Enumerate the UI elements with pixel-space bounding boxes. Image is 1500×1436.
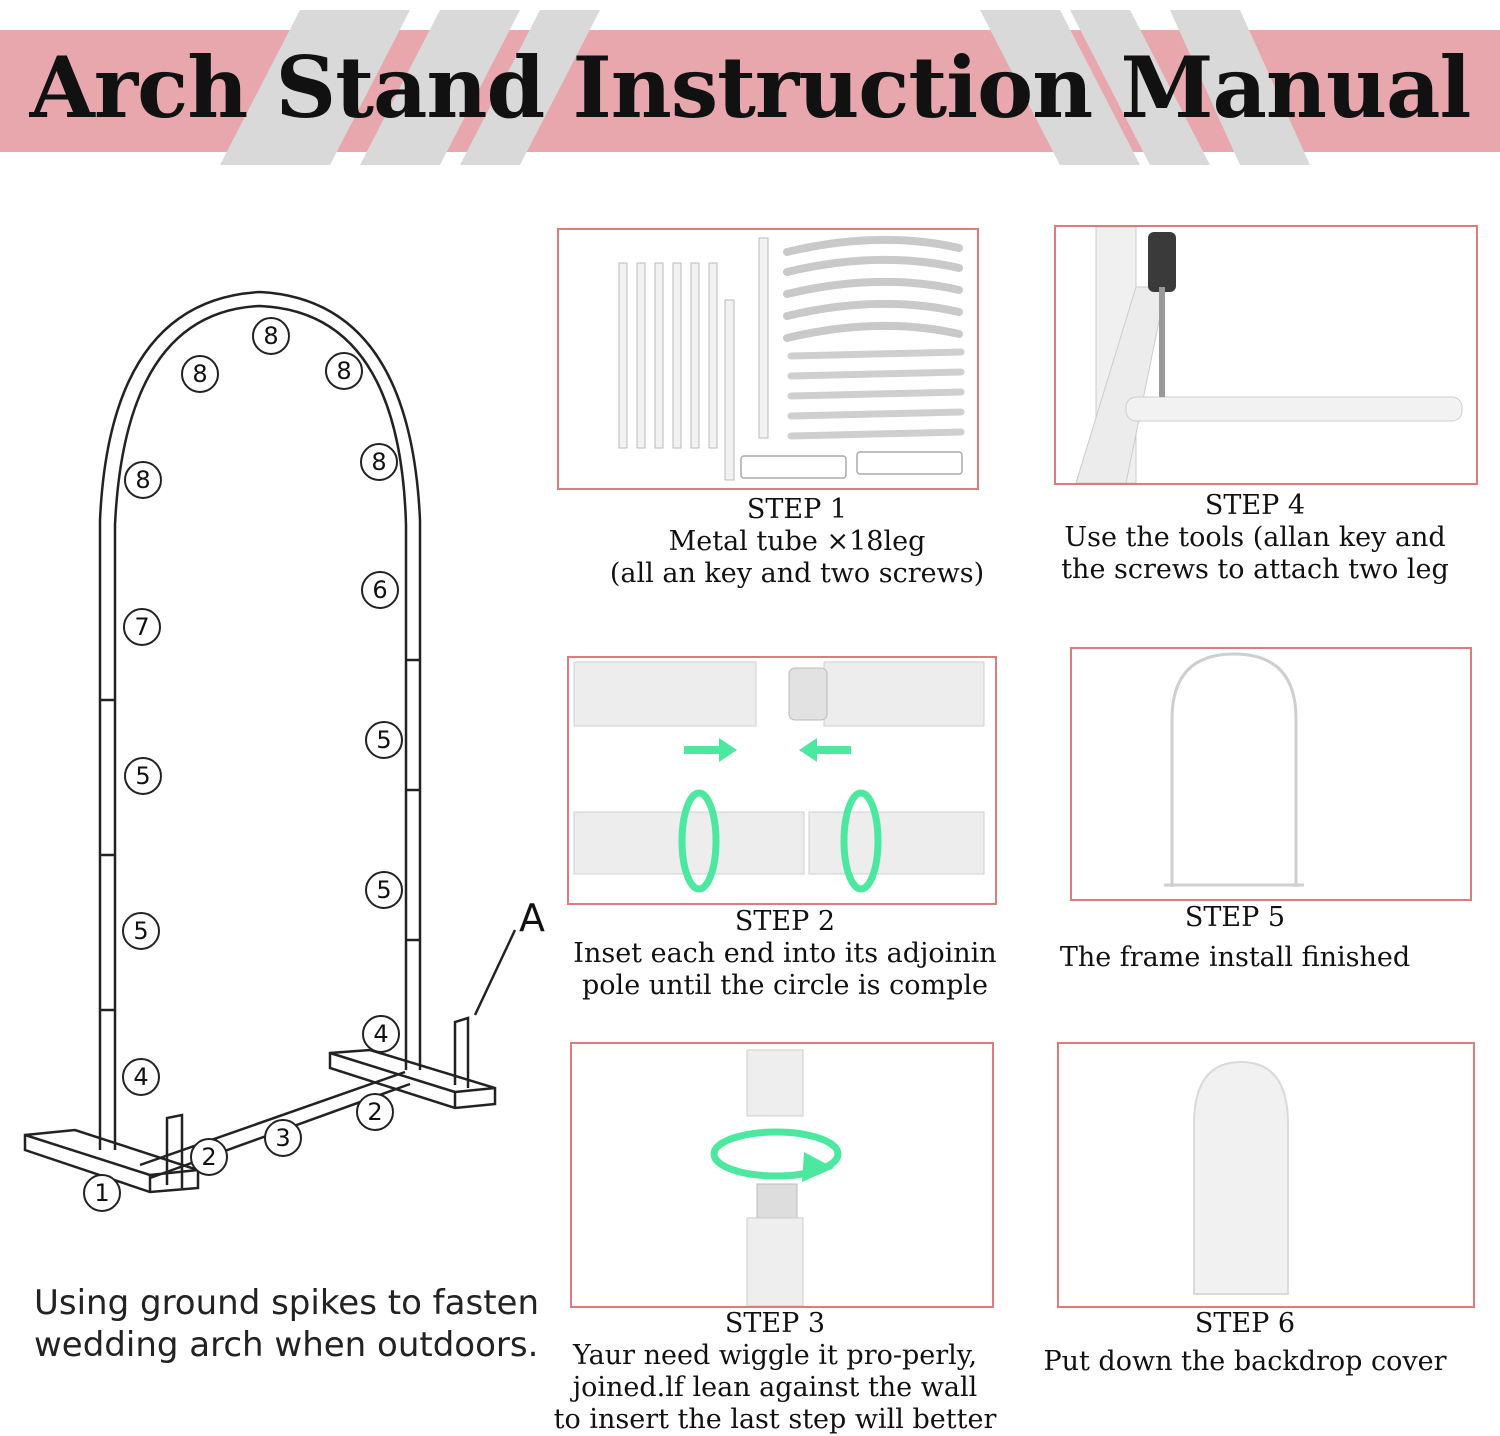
step-title: STEP 3 <box>724 1308 826 1339</box>
step4-caption: STEP 4 Use the tools (allan key and the … <box>1035 490 1475 586</box>
step3-image <box>570 1042 994 1308</box>
part-label: 8 <box>263 322 278 350</box>
part-label: 5 <box>376 876 391 904</box>
step-text: Metal tube ×18leg <box>668 526 926 557</box>
part-label: 4 <box>373 1020 388 1048</box>
step3-caption: STEP 3 Yaur need wiggle it pro-perly, jo… <box>535 1308 1015 1436</box>
title-banner <box>0 10 1500 165</box>
step-text: joined.lf lean against the wall <box>572 1372 978 1403</box>
part-label: 8 <box>192 360 207 388</box>
part-label: 2 <box>201 1143 216 1171</box>
arch-stand-diagram: 8 8 8 8 8 7 6 5 5 5 5 4 4 2 2 3 1 A <box>23 290 545 1212</box>
part-label: 8 <box>371 448 386 476</box>
page-title: Arch Stand Instruction Manual <box>29 38 1472 137</box>
part-label: 3 <box>275 1124 290 1152</box>
step5-caption: STEP 5 The frame install finished <box>1030 902 1440 974</box>
part-label: 5 <box>133 917 148 945</box>
step5-image <box>1070 647 1472 901</box>
part-label: 8 <box>135 466 150 494</box>
step-text: Use the tools (allan key and <box>1064 522 1446 553</box>
part-label: 5 <box>135 762 150 790</box>
step-text: to insert the last step will better <box>553 1404 997 1435</box>
step2-caption: STEP 2 Inset each end into its adjoinin … <box>560 906 1010 1002</box>
step1-caption: STEP 1 Metal tube ×18leg (all an key and… <box>557 494 1037 590</box>
part-label: 5 <box>376 726 391 754</box>
step-text: Inset each end into its adjoinin <box>573 938 997 969</box>
part-label: 8 <box>336 357 351 385</box>
step-text: The frame install finished <box>1059 942 1411 973</box>
step-title: STEP 1 <box>746 494 848 525</box>
spike-label: A <box>519 896 545 940</box>
step-title: STEP 5 <box>1184 902 1286 933</box>
part-label: 1 <box>94 1179 109 1207</box>
part-label: 7 <box>134 613 149 641</box>
part-label: 2 <box>367 1098 382 1126</box>
step-title: STEP 4 <box>1204 490 1306 521</box>
step-text: (all an key and two screws) <box>609 558 985 589</box>
step-title: STEP 6 <box>1194 1308 1296 1339</box>
part-label: 6 <box>372 576 387 604</box>
step-text: pole until the circle is comple <box>582 970 988 1001</box>
step1-image <box>557 228 979 490</box>
note-line: wedding arch when outdoors. <box>34 1325 539 1365</box>
step-title: STEP 2 <box>734 906 836 937</box>
note-line: Using ground spikes to fasten <box>34 1283 540 1323</box>
step4-image <box>1054 225 1478 485</box>
ground-spike-note: Using ground spikes to fasten wedding ar… <box>34 1282 539 1366</box>
step-text: Put down the backdrop cover <box>1043 1346 1447 1377</box>
step6-image <box>1057 1042 1475 1308</box>
part-label: 4 <box>133 1063 148 1091</box>
step-text: Yaur need wiggle it pro-perly, <box>572 1340 978 1371</box>
step6-caption: STEP 6 Put down the backdrop cover <box>1030 1308 1460 1378</box>
step2-image <box>567 656 997 905</box>
step-text: the screws to attach two leg <box>1061 554 1449 585</box>
